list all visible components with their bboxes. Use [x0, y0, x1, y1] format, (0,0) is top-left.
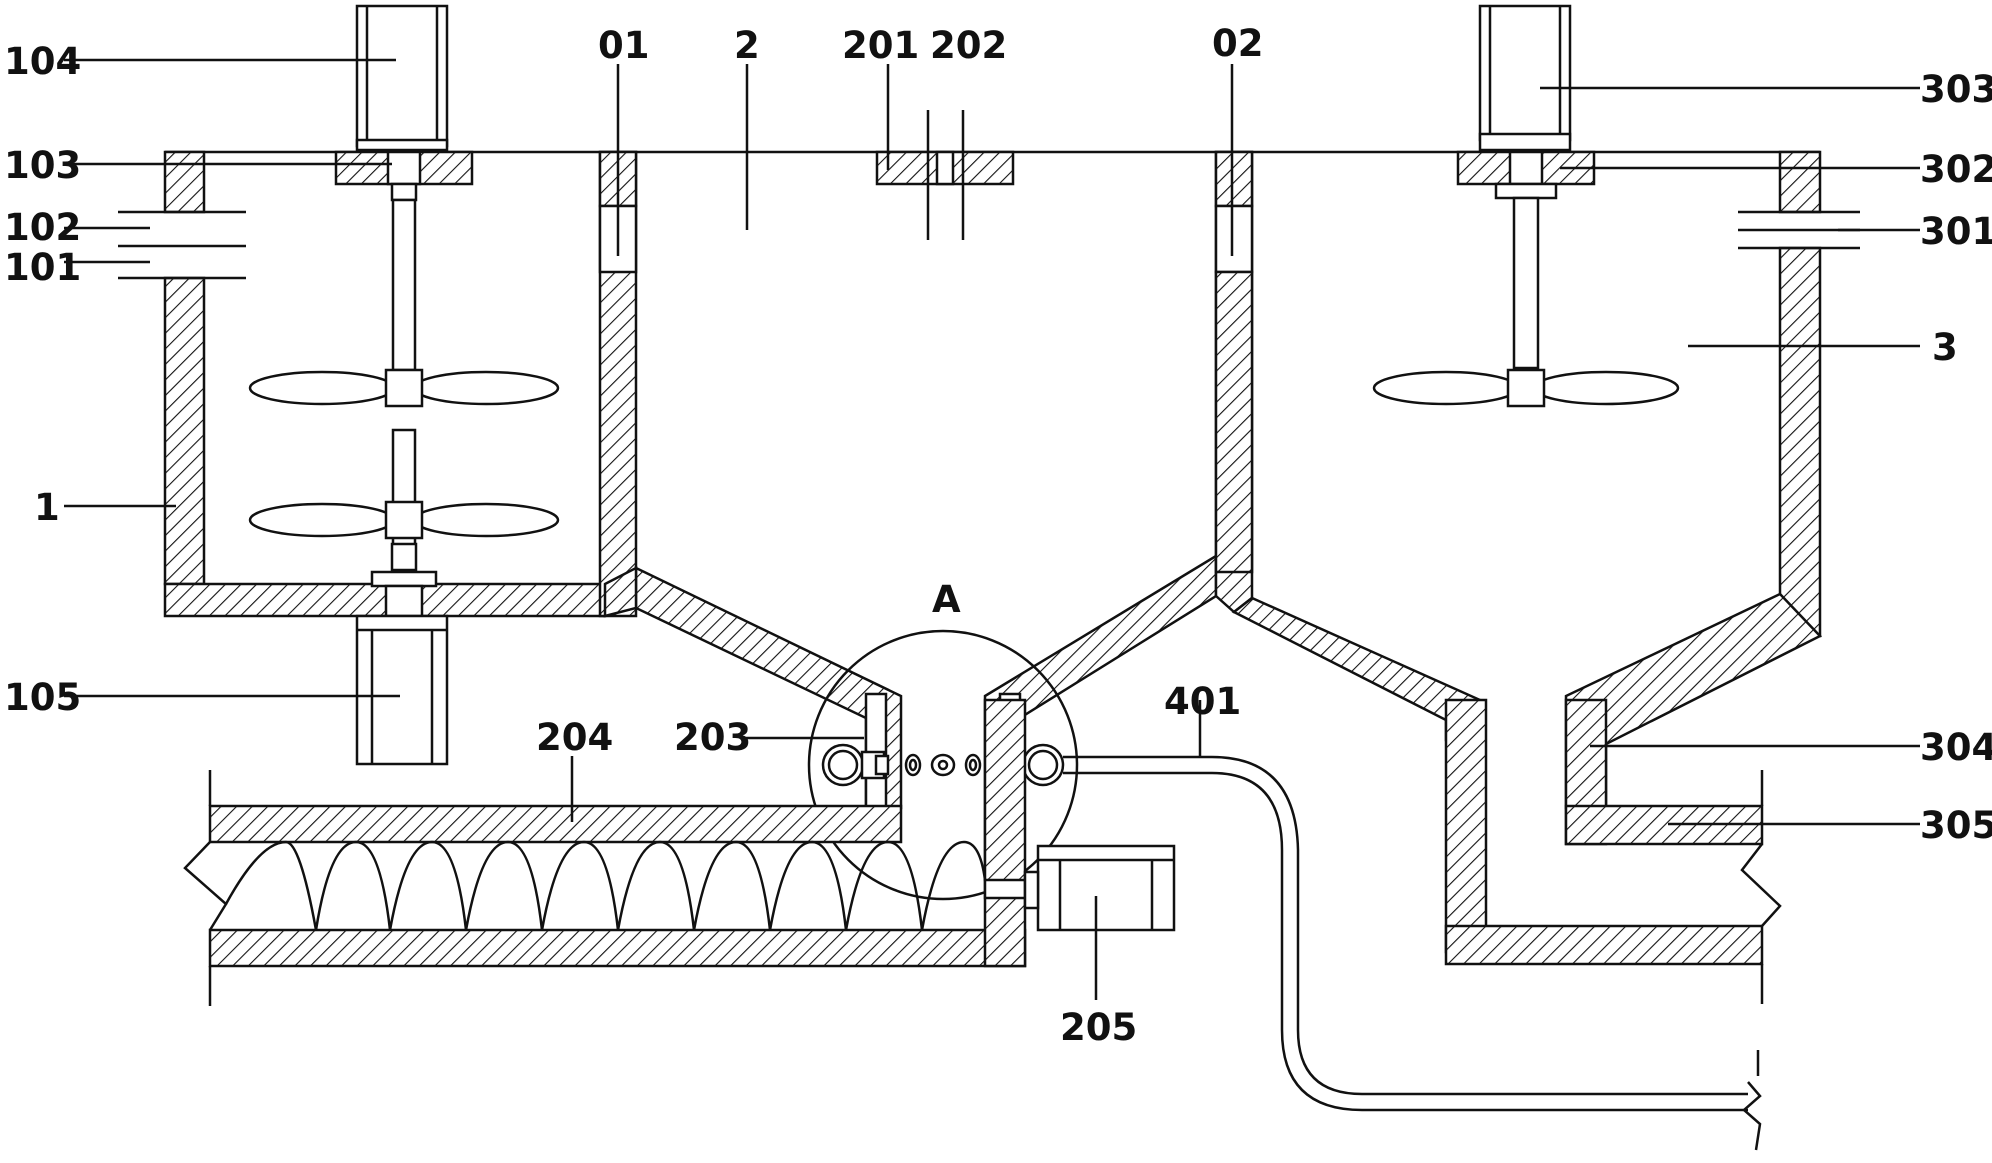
tank-1-left-wall	[163, 150, 206, 214]
label-105: 105	[4, 676, 81, 719]
label-1: 1	[34, 486, 60, 529]
tank-3-right-wall	[1778, 246, 1822, 638]
label-303: 303	[1920, 68, 1992, 111]
shaft-bushing-top	[386, 150, 422, 186]
tank-2	[603, 110, 1254, 882]
label-2: 2	[734, 24, 760, 67]
mixer-shaft-3	[1512, 196, 1540, 370]
label-102: 102	[4, 206, 81, 249]
label-305: 305	[1920, 804, 1992, 847]
level-window-02	[1214, 204, 1254, 274]
label-101: 101	[4, 246, 81, 289]
label-204: 204	[536, 716, 613, 759]
level-window-02-top	[1214, 150, 1254, 208]
pipe-401	[1063, 755, 1762, 1151]
conveyor-end-wall	[983, 698, 1027, 968]
shaft-bushing-bottom	[370, 570, 438, 588]
label-205: 205	[1060, 1006, 1137, 1049]
label-103: 103	[4, 144, 81, 187]
label-302: 302	[1920, 148, 1992, 191]
tank-1	[118, 4, 638, 766]
tank-3-left-slope	[1231, 596, 1482, 742]
label-a: A	[932, 578, 961, 621]
tank-3	[1231, 4, 1860, 1004]
impeller-lower	[248, 428, 560, 576]
motor-104	[355, 4, 449, 148]
detail-circle-a	[807, 629, 1079, 901]
tank-3-right-wall-top	[1778, 150, 1822, 214]
label-3: 3	[1932, 326, 1958, 369]
tank-1-left-wall-lower	[163, 276, 206, 586]
label-304: 304	[1920, 726, 1992, 769]
motor-205	[1023, 844, 1176, 932]
outlet-304-left	[1444, 698, 1488, 954]
impeller-3	[1372, 368, 1680, 408]
screw-conveyor-204	[183, 698, 1027, 1006]
label-104: 104	[4, 40, 81, 83]
motor-105	[355, 614, 449, 766]
label-201: 201	[842, 24, 919, 67]
screw-helix	[224, 840, 987, 931]
label-401: 401	[1164, 680, 1241, 723]
mixer-shaft	[391, 198, 417, 372]
impeller-upper	[248, 368, 560, 408]
label-01: 01	[598, 24, 650, 67]
inlet-ports-101-102	[118, 210, 246, 280]
pipe-305-bottom-wall	[1444, 924, 1764, 966]
tank-2-left-slope-joint	[603, 565, 638, 618]
part-labels: 104 103 102 101 1 105 01 2 201 202 02 30…	[4, 22, 1992, 1049]
label-301: 301	[1920, 210, 1992, 253]
label-02: 02	[1212, 22, 1264, 65]
motor-303	[1478, 4, 1572, 142]
conveyor-bottom-wall	[208, 928, 1027, 968]
conveyor-top-wall	[208, 804, 903, 844]
shaft-coupling-top	[390, 182, 418, 202]
leader-lines	[64, 58, 1920, 1000]
label-202: 202	[930, 24, 1007, 67]
label-203: 203	[674, 716, 751, 759]
